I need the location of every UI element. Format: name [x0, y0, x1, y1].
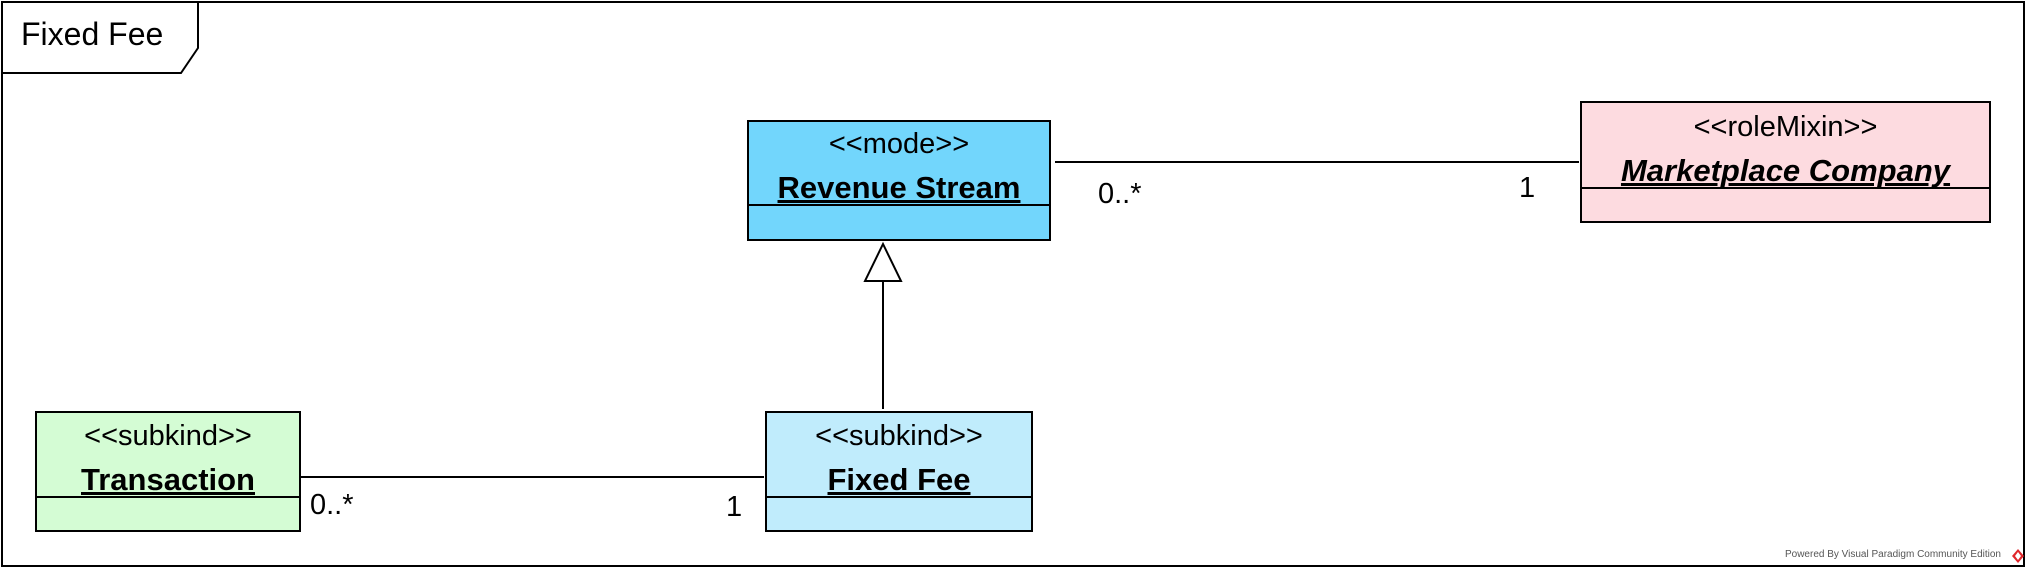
- class-fixed-fee[interactable]: <<subkind>> Fixed Fee: [765, 411, 1033, 532]
- class-marketplace-company[interactable]: <<roleMixin>> Marketplace Company: [1580, 101, 1991, 223]
- class-name: Fixed Fee: [827, 462, 971, 497]
- class-name: Marketplace Company: [1620, 153, 1951, 188]
- attribute-divider: [1582, 187, 1989, 189]
- attribute-divider: [767, 496, 1031, 498]
- powered-by-footer: Powered By Visual Paradigm Community Edi…: [1784, 549, 2001, 560]
- stereotype-label: <<mode>>: [828, 128, 970, 160]
- class-name: Transaction: [81, 462, 255, 497]
- generalization-arrowhead: [863, 241, 903, 282]
- frame-tab-outline: [1, 1, 199, 74]
- class-transaction[interactable]: <<subkind>> Transaction: [35, 411, 301, 532]
- stereotype-label: <<roleMixin>>: [1693, 111, 1878, 143]
- attribute-divider: [37, 496, 299, 498]
- multiplicity-fixedfee-end: 1: [726, 491, 743, 523]
- multiplicity-revenue-end: 0..*: [1098, 178, 1142, 210]
- class-name: Revenue Stream: [777, 170, 1021, 205]
- stereotype-label: <<subkind>>: [84, 420, 252, 452]
- multiplicity-transaction-end: 0..*: [310, 489, 354, 521]
- visual-paradigm-logo-icon: [2012, 549, 2024, 563]
- class-revenue-stream[interactable]: <<mode>> Revenue Stream: [747, 120, 1051, 241]
- frame-title-tab: Fixed Fee: [0, 0, 200, 74]
- stereotype-label: <<subkind>>: [815, 420, 983, 452]
- multiplicity-marketplace-end: 1: [1519, 172, 1536, 204]
- attribute-divider: [749, 204, 1049, 206]
- frame-title: Fixed Fee: [21, 16, 164, 52]
